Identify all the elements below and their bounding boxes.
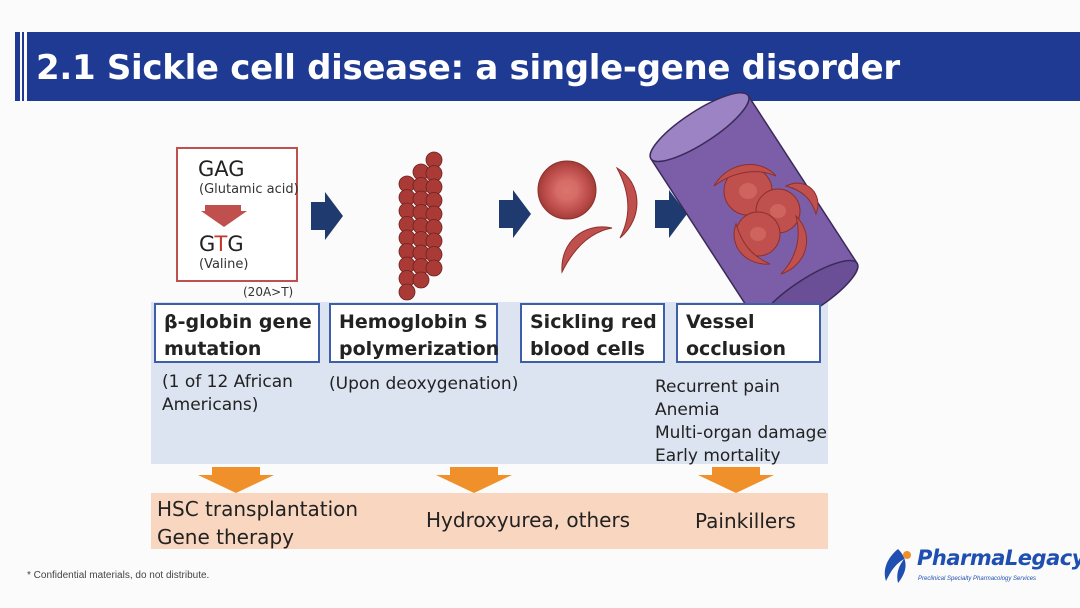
title-accent-line: [22, 32, 24, 101]
outcome-item: Anemia: [655, 400, 720, 420]
codon-mutation-box: [176, 147, 298, 282]
slide-title: 2.1 Sickle cell disease: a single-gene d…: [36, 48, 900, 88]
hbs-molecule: [412, 271, 430, 289]
deoxygenation-note: (Upon deoxygenation): [329, 374, 519, 394]
sickle-cell: [615, 166, 638, 239]
sickle-cells-illustration: [537, 160, 638, 274]
down-arrow-icon: [201, 205, 247, 227]
outcome-item: Multi-organ damage: [655, 423, 827, 443]
pharmalegacy-logo-icon: [884, 549, 911, 583]
codon-before: GAG: [198, 157, 245, 181]
hbs-molecule: [398, 283, 416, 301]
amino-acid-after: (Valine): [199, 257, 249, 272]
title-accent-bar: [15, 32, 20, 101]
treatment-arrow-icon: [436, 467, 512, 493]
company-logo-name: PharmaLegacy: [917, 546, 1080, 570]
treatment-band: [151, 493, 828, 549]
hbs-polymer-illustration: [398, 151, 443, 301]
polymer-level-treatment: Hydroxyurea, others: [426, 508, 631, 532]
flow-arrow-icon: [499, 190, 531, 238]
mutant-base: T: [214, 232, 228, 256]
outcome-item: Early mortality: [655, 446, 781, 466]
sickle-cell: [561, 226, 613, 274]
flow-arrow-icon: [311, 192, 343, 240]
confidential-footer: * Confidential materials, do not distrib…: [27, 570, 210, 581]
company-logo-tagline: Preclinical Specialty Pharmacology Servi…: [918, 576, 1037, 582]
mutation-label: (20A>T): [243, 285, 294, 299]
flow-arrow-icon: [655, 190, 687, 238]
clinical-outcomes-list: Recurrent pain Anemia Multi-organ damage…: [655, 376, 827, 468]
title-bar: [27, 32, 1080, 101]
vessel-occlusion-illustration: [649, 92, 859, 330]
outcome-item: Recurrent pain: [655, 377, 780, 397]
codon-after: GTG: [199, 232, 244, 256]
gene-level-treatments: HSC transplantation Gene therapy: [157, 497, 359, 549]
symptom-level-treatment: Painkillers: [695, 509, 796, 533]
hbs-molecule: [425, 259, 443, 277]
treatment-arrow-icon: [198, 467, 274, 493]
treatment-arrow-icon: [698, 467, 774, 493]
amino-acid-before: (Glutamic acid): [199, 182, 299, 197]
prevalence-note: (1 of 12 African Americans): [162, 372, 293, 415]
